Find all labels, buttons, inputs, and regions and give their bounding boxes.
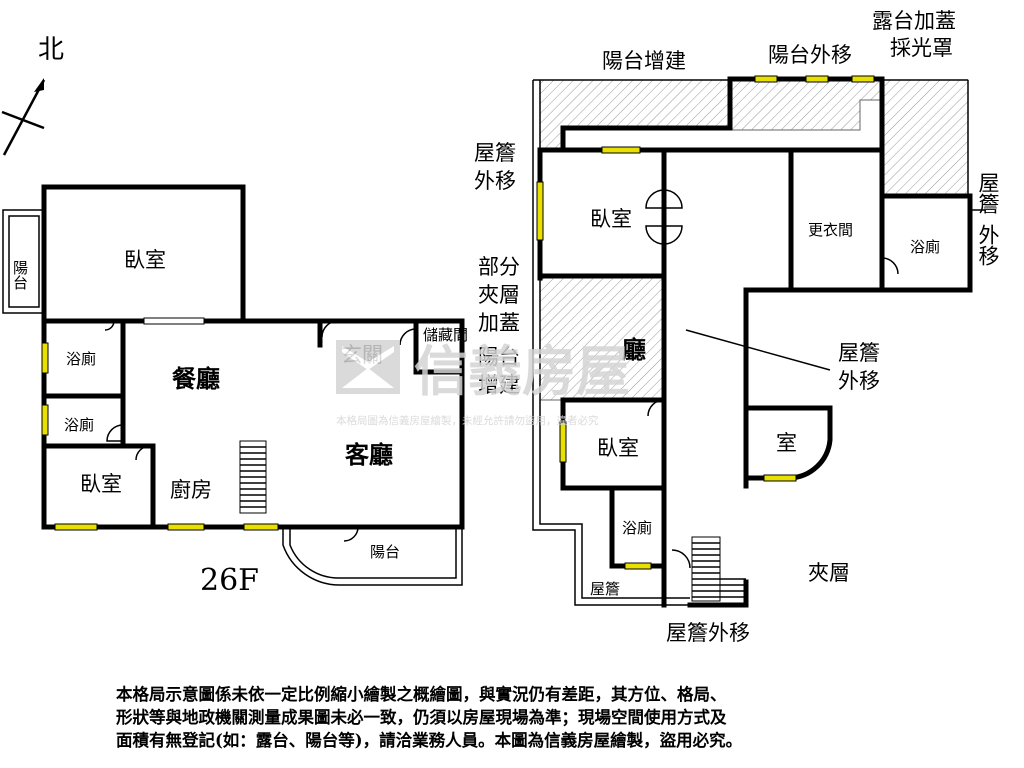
disclaimer-line: 形狀等與地政機關測量成果圖未必一致，仍須以房屋現場為準；現場空間使用方式及 xyxy=(116,708,727,727)
window xyxy=(41,342,49,374)
eave-left-label-2: 外移 xyxy=(474,169,516,193)
bottom-balcony xyxy=(282,527,463,586)
terrace-cover-label-1: 露台加蓋 xyxy=(872,9,956,33)
watermark: 信義房屋 本格局圖為信義房屋繪製，未經允許請勿盜用，違者必究 xyxy=(336,340,630,427)
eave-mid-label-2: 外移 xyxy=(838,369,880,393)
eave-right-label-1: 屋簷 xyxy=(976,172,1000,214)
stairs xyxy=(239,440,267,514)
window xyxy=(805,75,829,83)
bath-right-label: 浴廁 xyxy=(910,238,940,256)
window xyxy=(559,421,567,463)
balcony-ext-mid-label-1: 陽台 xyxy=(478,345,520,369)
balcony-extension-top-label: 陽台增建 xyxy=(602,49,686,73)
window xyxy=(41,404,49,436)
mezz-partial-label-2: 夾層 xyxy=(478,283,520,307)
left-floor-plan xyxy=(2,184,465,586)
terrace-cover-label-2: 採光罩 xyxy=(890,36,953,60)
eave-right-label-2: 外移 xyxy=(976,224,1000,266)
window xyxy=(601,146,641,154)
brand-logo-icon xyxy=(336,340,400,394)
bedroom-top-label: 臥室 xyxy=(590,207,632,231)
window xyxy=(536,181,544,241)
balcony-move-out-label: 陽台外移 xyxy=(768,43,852,67)
disclaimer-line: 本格局示意圖係未依一定比例縮小繪製之概繪圖，與實況仍有差距，其方位、格局、 xyxy=(116,685,727,704)
dining-label: 餐廳 xyxy=(172,364,220,393)
bath-bottom-label: 浴廁 xyxy=(622,519,652,537)
eave-mid-label-1: 屋簷 xyxy=(838,341,880,365)
window xyxy=(763,474,797,482)
north-label: 北 xyxy=(38,35,64,65)
disclaimer-line: 面積有無登記(如：露台、陽台等)，請洽業務人員。本圖為信義房屋繪製，盜用必究。 xyxy=(116,731,743,750)
bedroom-2-label: 臥室 xyxy=(80,472,122,496)
right-floor-plan xyxy=(532,75,985,608)
stairs-upper xyxy=(691,536,746,602)
window xyxy=(754,75,778,83)
watermark-notice: 本格局圖為信義房屋繪製，未經允許請勿盜用，違者必究 xyxy=(336,414,599,427)
storage-label: 儲藏間 xyxy=(423,326,468,344)
bedroom-1-label: 臥室 xyxy=(124,248,166,272)
window xyxy=(243,523,279,531)
mezz-partial-label-1: 部分 xyxy=(478,255,520,279)
side-balcony-label: 陽台 xyxy=(11,260,29,290)
watermark-brand: 信義房屋 xyxy=(414,340,630,403)
north-arrow-icon xyxy=(1,78,46,156)
floor-label: 26F xyxy=(200,563,259,598)
bath-2-label: 浴廁 xyxy=(64,416,94,434)
eave-left-label-1: 屋簷 xyxy=(474,141,516,165)
bottom-balcony-label: 陽台 xyxy=(370,543,400,561)
mezzanine-label: 夾層 xyxy=(808,561,850,585)
closet-label: 更衣間 xyxy=(808,221,853,239)
living-label: 客廳 xyxy=(345,440,393,469)
room-label: 室 xyxy=(776,431,797,455)
mezz-partial-label-3: 加蓋 xyxy=(478,311,520,335)
window xyxy=(54,523,98,531)
hall-label: 廳 xyxy=(622,335,646,364)
bedroom-bottom-label: 臥室 xyxy=(597,436,639,460)
window xyxy=(624,562,652,570)
bath-1-label: 浴廁 xyxy=(66,350,96,368)
disclaimer: 本格局示意圖係未依一定比例縮小繪製之概繪圖，與實況仍有差距，其方位、格局、 形狀… xyxy=(116,683,896,752)
window xyxy=(851,75,875,83)
eave-small-label: 屋簷 xyxy=(590,580,620,598)
kitchen-label: 廚房 xyxy=(170,478,212,502)
eave-bottom-label: 屋簷外移 xyxy=(666,621,750,645)
balcony-ext-mid-label-2: 增建 xyxy=(478,373,520,397)
window xyxy=(167,523,205,531)
